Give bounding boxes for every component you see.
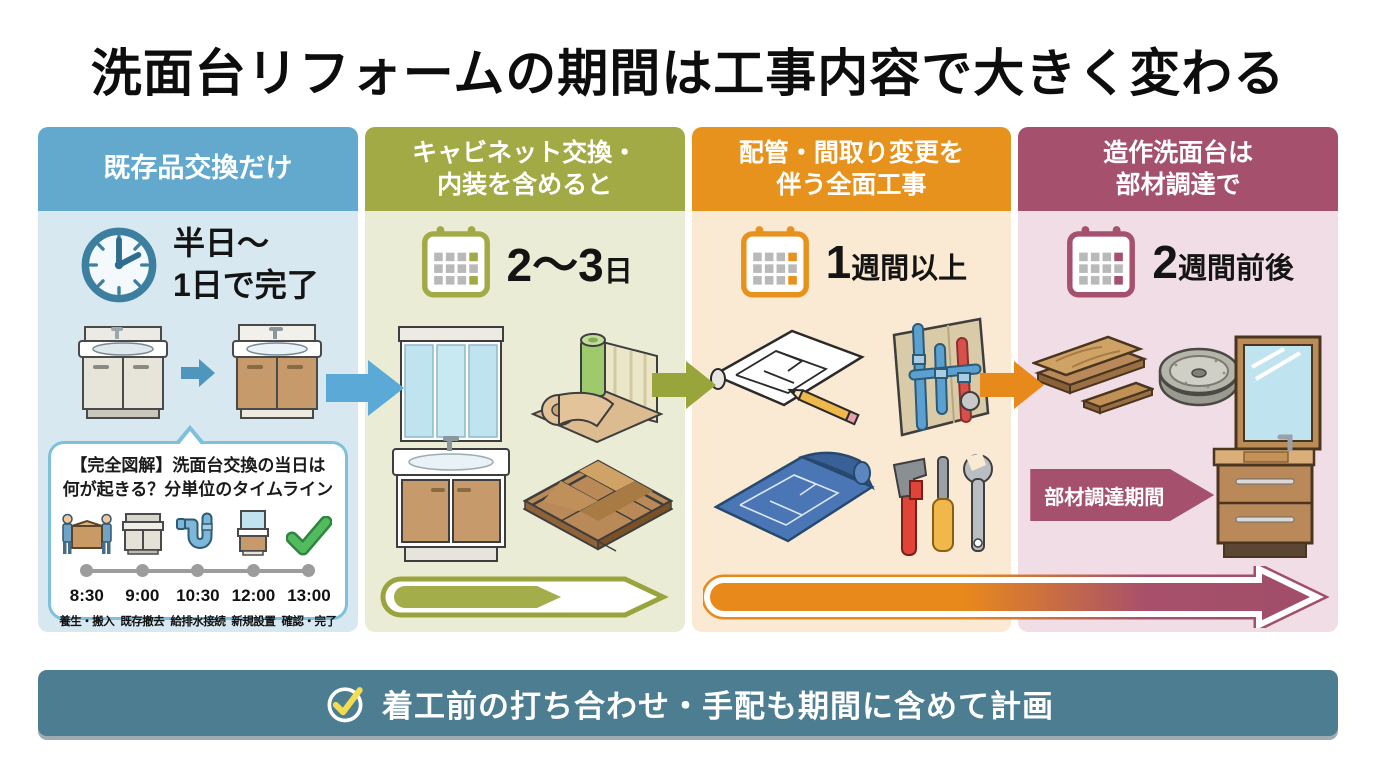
carry-in-icon <box>59 508 115 556</box>
timeline-dot <box>135 563 149 577</box>
calendar-icon <box>740 226 809 298</box>
column-1-header: 既存品交換だけ <box>38 127 358 211</box>
column-4-duration-text: 2 週間前後 <box>1152 236 1294 288</box>
mirror-vanity-illustration <box>391 326 510 562</box>
column-custom-vanity: 造作洗面台は 部材調達で <box>1018 127 1338 632</box>
calendar-icon <box>421 226 490 298</box>
timeline-step-icons <box>59 508 337 556</box>
new-vanity-illustration <box>231 324 322 419</box>
timeline-dot <box>246 563 260 577</box>
column-3-header: 配管・間取り変更を 伴う全面工事 <box>691 127 1012 211</box>
column-3-duration-text: 1 週間以上 <box>825 236 968 288</box>
column-1-body: 半日〜 1日で完了 <box>38 211 358 632</box>
column-1-duration-text: 半日〜 1日で完了 <box>172 225 319 303</box>
progress-arrow <box>380 576 669 618</box>
tools-illustration <box>892 453 993 556</box>
column-full-construction: 配管・間取り変更を 伴う全面工事 <box>691 127 1012 632</box>
column-2-body: 2〜3 日 <box>364 211 685 632</box>
duration-gradient-arrow <box>703 566 1330 628</box>
column-1-header-label: 既存品交換だけ <box>103 153 293 184</box>
parquet-floor-illustration <box>522 459 673 552</box>
column-2-duration-text: 2〜3 日 <box>506 239 633 291</box>
column-4-header: 造作洗面台は 部材調達で <box>1018 127 1338 211</box>
column-2-duration: 2〜3 日 <box>365 223 685 301</box>
bubble-title: 【完全図解】洗面台交換の当日は 何が起きる？分単位のタイムライン <box>62 456 334 499</box>
old-vanity-illustration <box>77 326 168 419</box>
step-label: 新規設置 <box>231 615 276 628</box>
column-1-duration: 半日〜 1日で完了 <box>38 223 358 307</box>
material-procurement-label: 部材調達期間 <box>1044 486 1165 509</box>
step-time: 13:00 <box>287 585 331 605</box>
timeline-dot <box>302 563 316 577</box>
arrow-column2-to-3-icon <box>652 361 716 409</box>
wallpaper-roll-illustration <box>530 333 664 444</box>
footer-label: 着工前の打ち合わせ・手配も期間に含めて計画 <box>382 688 1054 724</box>
footer-banner: 着工前の打ち合わせ・手配も期間に含めて計画 <box>38 670 1338 736</box>
old-vanity-icon <box>115 508 171 556</box>
wall-pipes-illustration <box>892 317 989 437</box>
check-circle-icon <box>327 687 363 723</box>
arrow-column1-to-2-icon <box>326 360 404 416</box>
timeline-bubble: 【完全図解】洗面台交換の当日は 何が起きる？分単位のタイムライン <box>48 425 348 628</box>
step-label: 既存撤去 <box>120 615 165 628</box>
plumbing-icon <box>170 508 226 556</box>
step-label: 確認・完了 <box>281 615 337 628</box>
column-2-header: キャビネット交換・ 内装を含めると <box>364 127 685 211</box>
before-after-row <box>38 323 358 423</box>
floorplan-illustration <box>709 329 865 426</box>
step-time: 10:30 <box>176 585 220 605</box>
page-title: 洗面台リフォームの期間は工事内容で大きく変わる <box>90 45 1286 102</box>
timeline-times: 8:30 9:00 10:30 12:00 13:00 <box>59 586 337 606</box>
column-replace-only: 既存品交換だけ <box>38 127 358 632</box>
timeline-labels: 養生・搬入 既存撤去 給排水接続 新規設置 確認・完了 <box>59 612 337 629</box>
timeline-columns: 既存品交換だけ <box>38 127 1338 632</box>
timeline-dot <box>80 563 94 577</box>
vessel-sink-illustration <box>1159 347 1240 407</box>
clock-icon <box>81 227 157 303</box>
step-label: 養生・搬入 <box>59 615 115 628</box>
timeline-dot <box>191 563 205 577</box>
material-procurement-arrow: 部材調達期間 <box>1030 469 1215 521</box>
check-icon <box>281 508 337 556</box>
column-4-duration: 2 週間前後 <box>1018 223 1338 301</box>
wood-planks-illustration <box>1032 335 1155 415</box>
new-vanity-icon <box>226 508 282 556</box>
step-time: 8:30 <box>69 585 104 605</box>
column-cabinet-interior: キャビネット交換・ 内装を含めると <box>364 127 685 632</box>
timeline-axis <box>59 562 337 580</box>
step-time: 12:00 <box>231 585 276 605</box>
column-4-body: 2 週間前後 <box>1018 211 1338 632</box>
arrow-column3-to-4-icon <box>980 361 1044 409</box>
column-3-body: 1 週間以上 <box>691 211 1012 632</box>
replace-arrow-icon <box>180 359 215 387</box>
calendar-icon <box>1067 226 1136 298</box>
column-3-duration: 1 週間以上 <box>692 223 1012 301</box>
step-label: 給排水接続 <box>170 615 226 628</box>
custom-vanity-illustration <box>1213 335 1322 558</box>
blueprint-illustration <box>712 451 875 543</box>
step-time: 9:00 <box>125 585 160 605</box>
